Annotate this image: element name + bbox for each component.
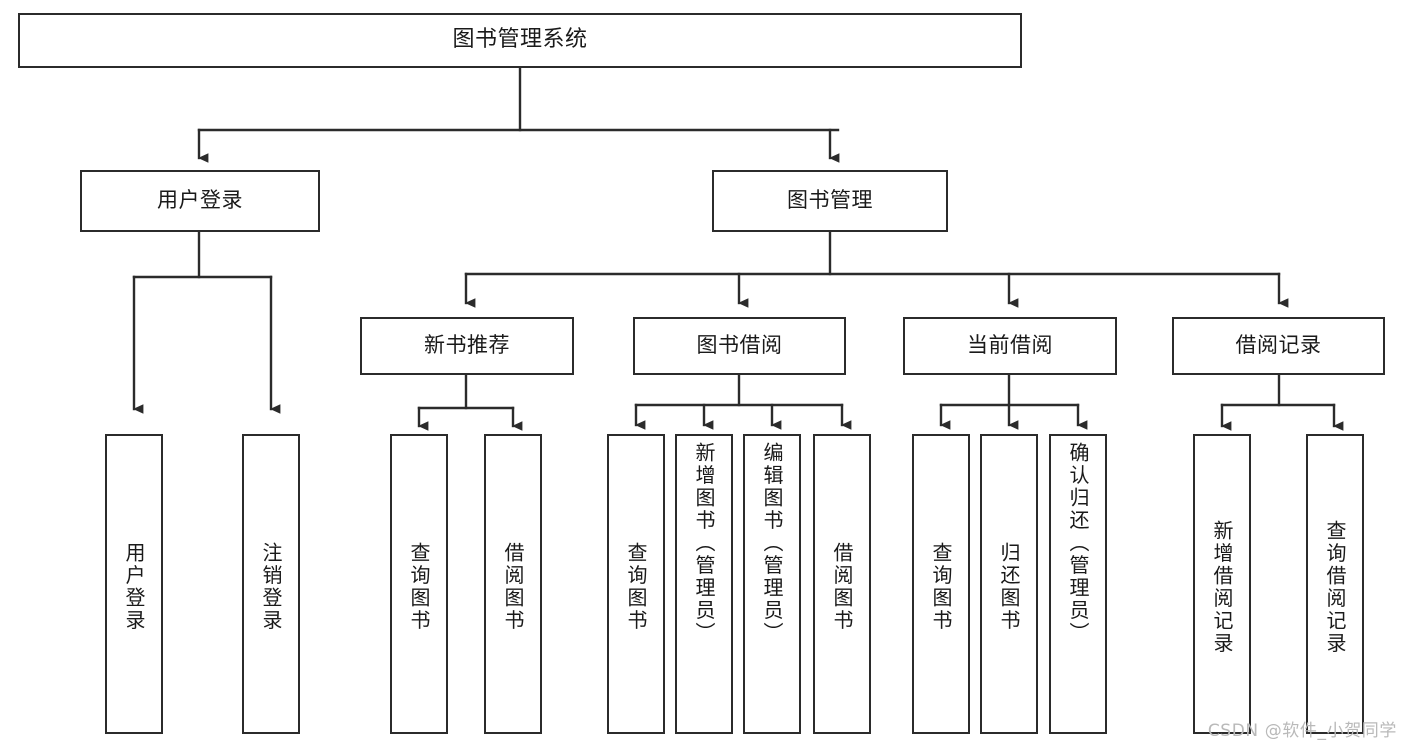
watermark-text: CSDN @软件_小贺同学: [1207, 721, 1397, 741]
node-label: 查询借阅记录: [1323, 519, 1347, 655]
leaf-current-borrow-query-book[interactable]: 查询图书: [912, 434, 970, 734]
leaf-book-borrow-add-book-admin[interactable]: 新增图书（管理员）: [675, 434, 733, 734]
node-label: 借阅记录: [1235, 333, 1322, 358]
leaf-borrow-record-query-record[interactable]: 查询借阅记录: [1306, 434, 1364, 734]
node-label: 归还图书: [997, 542, 1021, 632]
leaf-user-login-logout[interactable]: 注销登录: [242, 434, 300, 734]
leaf-book-borrow-borrow-book[interactable]: 借阅图书: [813, 434, 871, 734]
leaf-new-book-query-book[interactable]: 查询图书: [390, 434, 448, 734]
node-label: 用户登录: [122, 542, 146, 632]
node-label: 图书管理系统: [452, 27, 588, 53]
leaf-book-borrow-edit-book-admin[interactable]: 编辑图书（管理员）: [743, 434, 801, 734]
node-user-login[interactable]: 用户登录: [80, 170, 320, 232]
node-label: 借阅图书: [501, 542, 525, 632]
leaf-current-borrow-confirm-return-admin[interactable]: 确认归还（管理员）: [1049, 434, 1107, 734]
node-current-borrow[interactable]: 当前借阅: [903, 317, 1117, 375]
leaf-new-book-borrow-book[interactable]: 借阅图书: [484, 434, 542, 734]
node-label: 新增借阅记录: [1210, 519, 1234, 655]
node-book-management[interactable]: 图书管理: [712, 170, 948, 232]
node-label: 图书借阅: [696, 333, 783, 358]
leaf-book-borrow-query-book[interactable]: 查询图书: [607, 434, 665, 734]
node-label: 查询图书: [407, 542, 431, 632]
node-label: 编辑图书（管理员）: [760, 442, 784, 645]
leaf-current-borrow-return-book[interactable]: 归还图书: [980, 434, 1038, 734]
node-label: 借阅图书: [830, 542, 854, 632]
leaf-borrow-record-add-record[interactable]: 新增借阅记录: [1193, 434, 1251, 734]
node-borrow-record[interactable]: 借阅记录: [1172, 317, 1385, 375]
node-root-library-system[interactable]: 图书管理系统: [18, 13, 1022, 68]
node-label: 确认归还（管理员）: [1066, 442, 1090, 645]
node-label: 图书管理: [787, 188, 873, 213]
node-label: 新增图书（管理员）: [692, 442, 716, 645]
node-label: 查询图书: [929, 542, 953, 632]
node-new-book-recommend[interactable]: 新书推荐: [360, 317, 574, 375]
node-label: 查询图书: [624, 542, 648, 632]
node-label: 用户登录: [157, 188, 243, 213]
node-label: 当前借阅: [967, 333, 1053, 358]
node-book-borrow[interactable]: 图书借阅: [633, 317, 846, 375]
leaf-user-login-login[interactable]: 用户登录: [105, 434, 163, 734]
node-label: 注销登录: [259, 542, 283, 632]
node-label: 新书推荐: [424, 333, 510, 358]
